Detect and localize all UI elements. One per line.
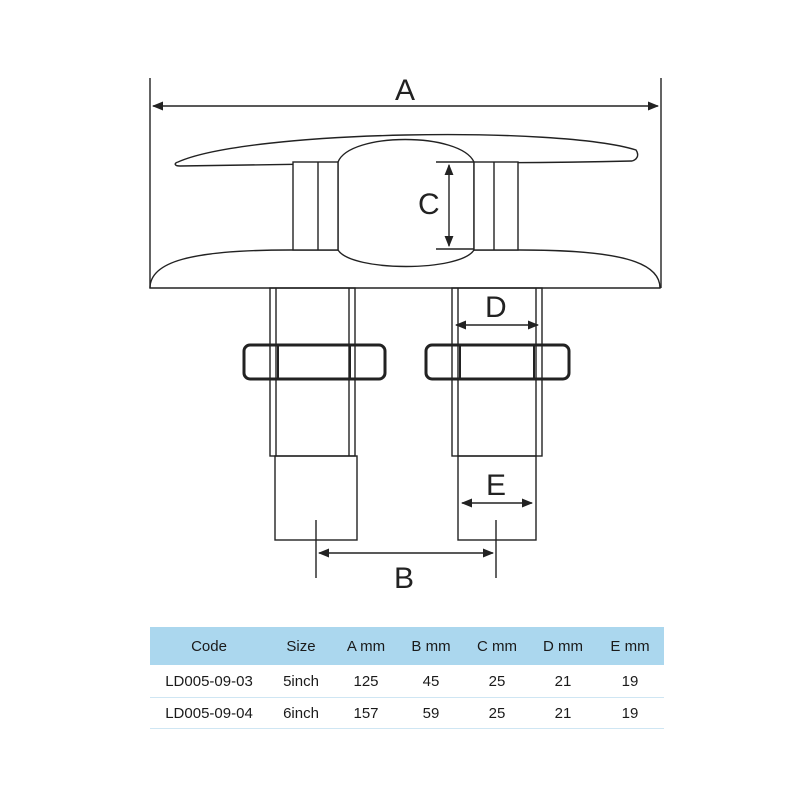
- cell-code: LD005-09-04: [150, 697, 268, 729]
- cell-a: 157: [334, 697, 398, 729]
- cell-b: 45: [398, 665, 464, 698]
- cell-e: 19: [596, 665, 664, 698]
- dim-c-label: C: [418, 188, 440, 221]
- nut-right: [424, 343, 571, 381]
- header-size: Size: [268, 627, 334, 665]
- cleat-top-horn: [174, 133, 639, 167]
- table-header-row: Code Size A mm B mm C mm D mm E mm: [150, 627, 664, 665]
- cleat-dimension-drawing: A C D E B: [149, 74, 662, 595]
- cell-e: 19: [596, 697, 664, 729]
- header-b: B mm: [398, 627, 464, 665]
- cell-c: 25: [464, 665, 530, 698]
- table-row: LD005-09-04 6inch 157 59 25 21 19: [150, 697, 664, 729]
- dim-e-label: E: [486, 469, 506, 502]
- stud-left-upper: [269, 287, 356, 457]
- cell-code: LD005-09-03: [150, 665, 268, 698]
- spec-table: Code Size A mm B mm C mm D mm E mm LD005…: [150, 627, 664, 729]
- cleat-post-left: [292, 161, 339, 251]
- cell-c: 25: [464, 697, 530, 729]
- cell-d: 21: [530, 697, 596, 729]
- cell-size: 5inch: [268, 665, 334, 698]
- header-code: Code: [150, 627, 268, 665]
- table-row: LD005-09-03 5inch 125 45 25 21 19: [150, 665, 664, 698]
- cell-a: 125: [334, 665, 398, 698]
- cell-b: 59: [398, 697, 464, 729]
- nut-left: [242, 343, 387, 381]
- stud-right-lower: [457, 455, 537, 541]
- cell-size: 6inch: [268, 697, 334, 729]
- header-a: A mm: [334, 627, 398, 665]
- cleat-post-right: [473, 161, 519, 251]
- cleat-neck: [337, 138, 475, 268]
- cell-d: 21: [530, 665, 596, 698]
- dim-b-label: B: [394, 562, 414, 595]
- dim-a-label: A: [395, 74, 415, 107]
- dim-d-label: D: [485, 291, 507, 324]
- header-c: C mm: [464, 627, 530, 665]
- cleat-base: [149, 249, 661, 289]
- header-d: D mm: [530, 627, 596, 665]
- header-e: E mm: [596, 627, 664, 665]
